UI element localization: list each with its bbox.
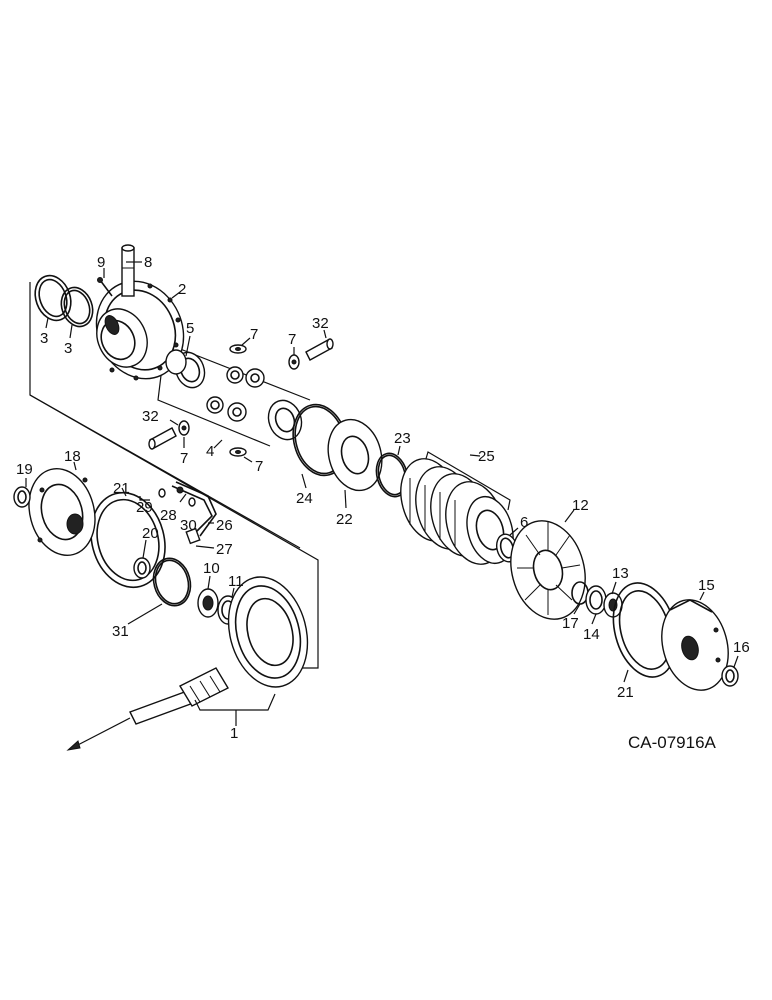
- thrust-washer-7d: [229, 447, 247, 457]
- callout-30: 30: [180, 517, 197, 534]
- seal-19: [13, 486, 31, 508]
- shim-31: [152, 557, 192, 607]
- callout-3a: 3: [40, 330, 48, 347]
- callout-32b: 32: [142, 408, 159, 425]
- callout-10: 10: [203, 560, 220, 577]
- side-gear-5: [165, 349, 206, 389]
- carrier-18: [28, 467, 96, 557]
- callout-26: 26: [216, 517, 233, 534]
- callout-18: 18: [64, 448, 81, 465]
- callout-20: 20: [142, 525, 159, 542]
- callout-7c: 7: [180, 450, 188, 467]
- pinion-gear-d: [227, 402, 247, 422]
- piston-housing-12: [510, 520, 586, 620]
- callout-32a: 32: [312, 315, 329, 332]
- pinion-gear-c: [206, 396, 224, 414]
- output-arrow: [66, 717, 131, 751]
- callout-21b: 21: [617, 684, 634, 701]
- callout-7b: 7: [288, 331, 296, 348]
- cross-shaft-8: [121, 244, 135, 297]
- differential-case-2: [95, 280, 185, 381]
- callout-19: 19: [16, 461, 33, 478]
- fitting-28: [176, 486, 184, 494]
- callout-15: 15: [698, 577, 715, 594]
- callout-2: 2: [178, 281, 186, 298]
- thrust-washer-7b: [288, 354, 300, 370]
- washer-29: [158, 488, 166, 498]
- seal-20: [133, 557, 151, 579]
- callout-14: 14: [583, 626, 600, 643]
- callout-22: 22: [336, 511, 353, 528]
- callout-5: 5: [186, 320, 194, 337]
- gasket-21a: [90, 491, 166, 589]
- callout-9: 9: [97, 254, 105, 271]
- cover-15: [661, 599, 729, 691]
- bearing-cone-10: [197, 588, 219, 618]
- clutch-disc-pack-25: [400, 451, 514, 565]
- pinion-gear-b: [245, 368, 265, 388]
- callout-17: 17: [562, 615, 579, 632]
- callout-23: 23: [394, 430, 411, 447]
- pinion-shaft-32a: [305, 338, 334, 361]
- pinion-shaft-32b: [148, 427, 177, 450]
- thrust-washer-7c: [178, 420, 190, 436]
- callout-21a: 21: [113, 480, 130, 497]
- cup-14: [585, 585, 607, 615]
- pinion-shaft-1: [129, 667, 229, 725]
- callout-4: 4: [206, 443, 214, 460]
- leader-lines: [25, 261, 739, 726]
- callout-labels: 8 9 2 3 3 5 7 7 32 32 7 4 7 24 22 23 25 …: [16, 254, 750, 752]
- ring-gear-1: [227, 576, 309, 688]
- seal-16: [721, 665, 739, 687]
- washer-30: [188, 497, 196, 507]
- callout-13: 13: [612, 565, 629, 582]
- snap-ring-3b: [60, 286, 94, 328]
- pinion-gear-a: [226, 366, 244, 384]
- callout-8: 8: [144, 254, 152, 271]
- callout-11: 11: [228, 573, 244, 590]
- callout-6: 6: [520, 514, 528, 531]
- callout-27: 27: [216, 541, 233, 558]
- callout-25: 25: [478, 448, 495, 465]
- callout-3b: 3: [64, 340, 72, 357]
- callout-28: 28: [160, 507, 177, 524]
- thrust-washer-7a: [229, 344, 247, 354]
- callout-16: 16: [733, 639, 750, 656]
- lock-pin-9: [97, 277, 113, 297]
- callout-7d: 7: [255, 458, 263, 475]
- callout-1: 1: [230, 725, 238, 742]
- callout-24: 24: [296, 490, 313, 507]
- fitting-27: [185, 527, 201, 545]
- callout-29: 29: [136, 499, 153, 516]
- callout-7a: 7: [250, 326, 258, 343]
- callout-31: 31: [112, 623, 129, 640]
- pressure-plate-22: [327, 418, 383, 492]
- callout-12: 12: [572, 497, 589, 514]
- side-gear-4: [267, 399, 303, 441]
- drawing-code: CA-07916A: [628, 733, 717, 752]
- lube-tube-26: [171, 481, 217, 537]
